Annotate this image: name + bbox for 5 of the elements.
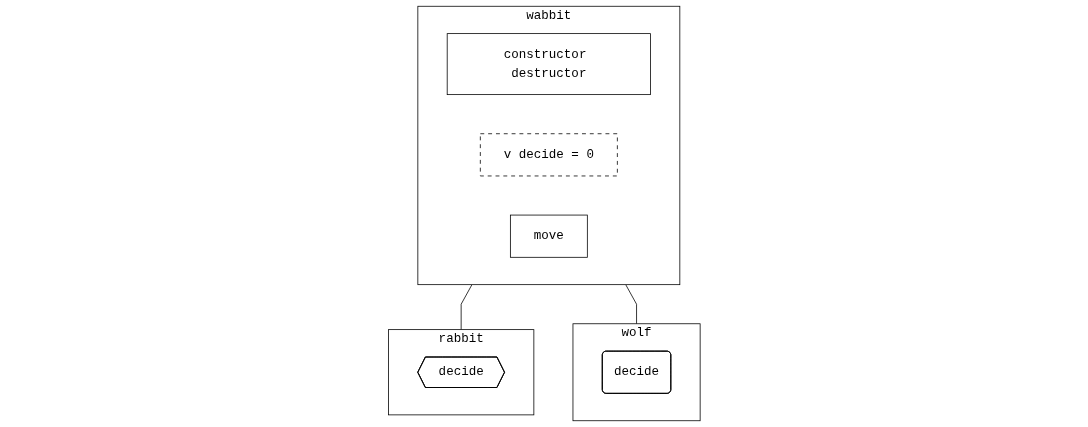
node-box: move xyxy=(509,214,588,258)
node-box: constructor destructor xyxy=(446,33,651,95)
node-box: v decide = 0 xyxy=(479,133,618,177)
connector xyxy=(460,284,473,330)
connector xyxy=(625,284,637,325)
